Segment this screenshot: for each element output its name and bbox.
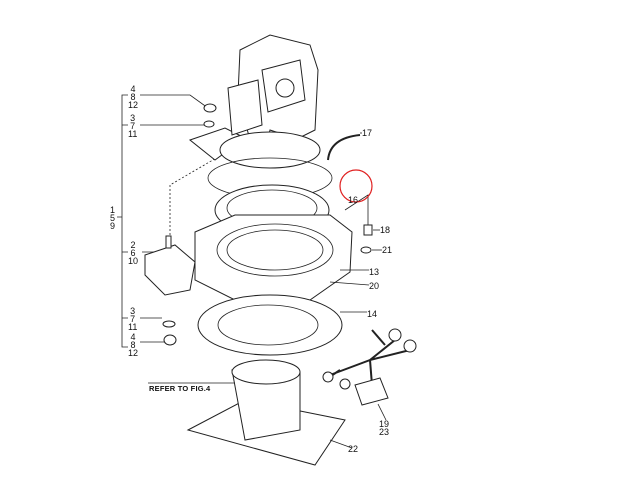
callout-3-7-11-top: 3 7 11: [128, 113, 138, 139]
left-bracket: [117, 94, 128, 348]
label-3: 3: [130, 306, 136, 316]
mount-stud: [165, 235, 172, 249]
turntable-ring: [216, 223, 334, 277]
label-12: 12: [128, 348, 139, 358]
callout-4-8-12-top: 4 8 12: [128, 84, 139, 110]
turntable-frame: [194, 214, 353, 301]
top-washer: [203, 120, 215, 128]
lower-ring-inner: [217, 304, 319, 346]
label-8: 8: [130, 92, 136, 102]
callout-13: 13: [369, 267, 380, 277]
callout-16: 16: [348, 195, 359, 205]
label-6: 6: [130, 248, 136, 258]
connector-a: [388, 328, 402, 342]
lower-ring: [197, 294, 343, 356]
top-nut: [203, 103, 217, 113]
label-11: 11: [128, 129, 138, 139]
refer-to-fig4-note: REFER TO FIG.4: [149, 384, 211, 393]
bottom-washer: [162, 320, 176, 328]
connector-d: [339, 378, 351, 390]
leader-20: [329, 281, 370, 286]
label-7: 7: [130, 314, 136, 324]
turntable-ring-inner: [226, 229, 324, 271]
bottom-nut: [163, 334, 177, 346]
rubber-mount: [144, 244, 196, 296]
callout-17: 17: [362, 128, 373, 138]
connector-c: [322, 371, 334, 383]
swivel-base: [219, 131, 321, 169]
label-2: 2: [130, 240, 136, 250]
label-1: 1: [110, 205, 116, 215]
callout-20: 20: [369, 281, 380, 291]
label-5: 5: [110, 213, 116, 223]
label-23: 23: [379, 427, 390, 437]
wire-harness: [324, 329, 411, 386]
sensor-18: [363, 224, 373, 236]
connector-b: [403, 339, 417, 353]
label-7: 7: [130, 121, 136, 131]
callout-18: 18: [380, 225, 391, 235]
leader-19: [377, 403, 387, 421]
callout-22: 22: [348, 444, 359, 454]
label-4: 4: [130, 332, 136, 342]
label-9: 9: [110, 221, 116, 231]
harness-17: [327, 134, 361, 161]
callout-14: 14: [367, 309, 378, 319]
junction-box-19: [354, 377, 389, 406]
label-3: 3: [130, 113, 136, 123]
motor-port: [275, 78, 295, 98]
stud-guide: [169, 149, 231, 235]
sensor-wire-16: [344, 194, 369, 228]
callout-4-8-12-bottom: 4 8 12: [128, 332, 139, 358]
highlight-circle: [339, 169, 373, 203]
label-19: 19: [379, 419, 390, 429]
callout-3-7-11-bottom: 3 7 11: [128, 306, 138, 332]
valve-block: [227, 79, 263, 136]
column-top: [231, 359, 301, 385]
callout-19-23: 19 23: [379, 419, 390, 437]
label-11: 11: [128, 322, 138, 332]
label-4: 4: [130, 84, 136, 94]
label-8: 8: [130, 340, 136, 350]
leader-top-nut: [140, 94, 209, 109]
callout-21: 21: [382, 245, 393, 255]
label-12: 12: [128, 100, 139, 110]
washer-21: [360, 246, 372, 254]
callout-1-5-9: 1 5 9: [110, 205, 116, 231]
leader-22: [329, 439, 353, 449]
callout-2-6-10: 2 6 10: [128, 240, 139, 266]
label-10: 10: [128, 256, 139, 266]
